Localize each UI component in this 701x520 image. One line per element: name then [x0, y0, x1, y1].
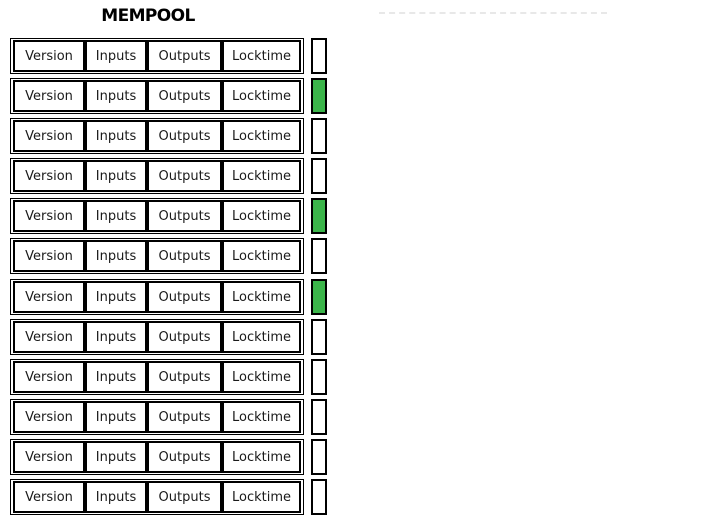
field-cell-inputs: Inputs [85, 160, 147, 192]
field-cell-outputs: Outputs [147, 40, 222, 72]
field-cell-version: Version [13, 401, 85, 433]
selection-indicator [311, 319, 327, 355]
field-cell-outputs: Outputs [147, 160, 222, 192]
field-cell-version: Version [13, 200, 85, 232]
selection-indicator [311, 38, 327, 74]
selection-indicator-selected [311, 198, 327, 234]
field-cell-inputs: Inputs [85, 240, 147, 272]
field-cell-inputs: Inputs [85, 361, 147, 393]
dashed-separator-line [379, 12, 607, 14]
field-cell-version: Version [13, 40, 85, 72]
field-cell-locktime: Locktime [222, 200, 301, 232]
selection-indicator-selected [311, 279, 327, 315]
field-cell-locktime: Locktime [222, 281, 301, 313]
field-cell-inputs: Inputs [85, 401, 147, 433]
field-cell-version: Version [13, 481, 85, 513]
field-cell-locktime: Locktime [222, 160, 301, 192]
field-cell-locktime: Locktime [222, 401, 301, 433]
selection-indicator [311, 479, 327, 515]
field-cell-inputs: Inputs [85, 200, 147, 232]
field-cell-version: Version [13, 441, 85, 473]
field-cell-outputs: Outputs [147, 281, 222, 313]
field-cell-outputs: Outputs [147, 80, 222, 112]
selection-indicator [311, 238, 327, 274]
field-cell-inputs: Inputs [85, 40, 147, 72]
field-cell-inputs: Inputs [85, 80, 147, 112]
field-cell-locktime: Locktime [222, 80, 301, 112]
field-cell-locktime: Locktime [222, 240, 301, 272]
field-cell-version: Version [13, 80, 85, 112]
field-cell-outputs: Outputs [147, 240, 222, 272]
field-cell-version: Version [13, 321, 85, 353]
selection-indicator [311, 359, 327, 395]
field-cell-version: Version [13, 120, 85, 152]
field-cell-inputs: Inputs [85, 321, 147, 353]
field-cell-outputs: Outputs [147, 200, 222, 232]
field-cell-inputs: Inputs [85, 441, 147, 473]
field-cell-outputs: Outputs [147, 120, 222, 152]
field-cell-locktime: Locktime [222, 361, 301, 393]
field-cell-outputs: Outputs [147, 401, 222, 433]
selection-indicator-selected [311, 78, 327, 114]
field-cell-inputs: Inputs [85, 281, 147, 313]
field-cell-outputs: Outputs [147, 321, 222, 353]
field-cell-version: Version [13, 281, 85, 313]
field-cell-locktime: Locktime [222, 40, 301, 72]
selection-indicator [311, 158, 327, 194]
field-cell-locktime: Locktime [222, 441, 301, 473]
field-cell-version: Version [13, 160, 85, 192]
selection-indicator [311, 399, 327, 435]
field-cell-outputs: Outputs [147, 441, 222, 473]
page-title: MEMPOOL [101, 6, 195, 26]
field-cell-outputs: Outputs [147, 361, 222, 393]
field-cell-locktime: Locktime [222, 120, 301, 152]
field-cell-version: Version [13, 240, 85, 272]
field-cell-locktime: Locktime [222, 481, 301, 513]
field-cell-locktime: Locktime [222, 321, 301, 353]
field-cell-version: Version [13, 361, 85, 393]
field-cell-outputs: Outputs [147, 481, 222, 513]
field-cell-inputs: Inputs [85, 481, 147, 513]
selection-indicator [311, 118, 327, 154]
field-cell-inputs: Inputs [85, 120, 147, 152]
selection-indicator [311, 439, 327, 475]
